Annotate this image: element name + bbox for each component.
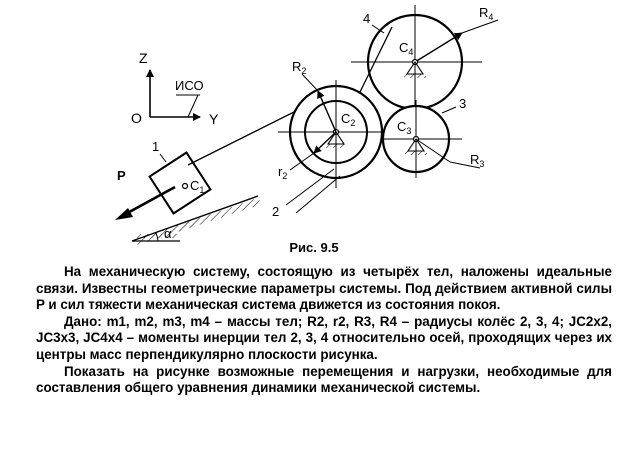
- origin-label: O: [131, 110, 142, 126]
- body-4-label: 4: [363, 11, 370, 26]
- wheel-4: R4 C4 4: [351, 5, 499, 124]
- body-3-label: 3: [459, 96, 466, 111]
- body-2-label: 2: [272, 204, 279, 219]
- paragraph-1: На механическую систему, состоящую из че…: [36, 264, 612, 313]
- frame-label: ИСО: [175, 78, 204, 93]
- belt-2-4: [359, 26, 393, 93]
- problem-text: На механическую систему, состоящую из че…: [36, 264, 612, 397]
- r4-label: R4: [479, 5, 493, 22]
- axis-z-label: Z: [139, 50, 148, 66]
- coordinate-frame: Z Y O ИСО: [131, 50, 219, 127]
- c2-label: C2: [341, 111, 355, 128]
- body-1-block: C1 1: [148, 139, 212, 215]
- alpha-label: α: [164, 226, 172, 241]
- wheel-3: C3 3 R3: [372, 96, 484, 178]
- r2-big-label: R2: [292, 59, 306, 76]
- paragraph-2: Дано: m1, m2, m3, m4 – массы тел; R2, r2…: [36, 313, 612, 362]
- mechanism-figure: Z Y O ИСО α C1 1 P R4 C4: [115, 5, 499, 255]
- r3-label: R3: [470, 152, 484, 169]
- c4-label: C4: [399, 40, 413, 57]
- body-1-label: 1: [152, 139, 159, 154]
- r2-small-label: r2: [278, 164, 287, 181]
- c1-label: C1: [190, 178, 204, 195]
- axis-y-label: Y: [209, 111, 219, 127]
- wheel-2: C2 R2 r2 2: [272, 59, 384, 219]
- force-p-arrow: P: [115, 168, 176, 220]
- inclined-plane: α: [131, 195, 262, 245]
- figure-caption: Рис. 9.5: [289, 240, 338, 255]
- c3-label: C3: [397, 119, 411, 136]
- paragraph-3: Показать на рисунке возможные перемещени…: [36, 363, 612, 396]
- force-p-label: P: [117, 168, 126, 183]
